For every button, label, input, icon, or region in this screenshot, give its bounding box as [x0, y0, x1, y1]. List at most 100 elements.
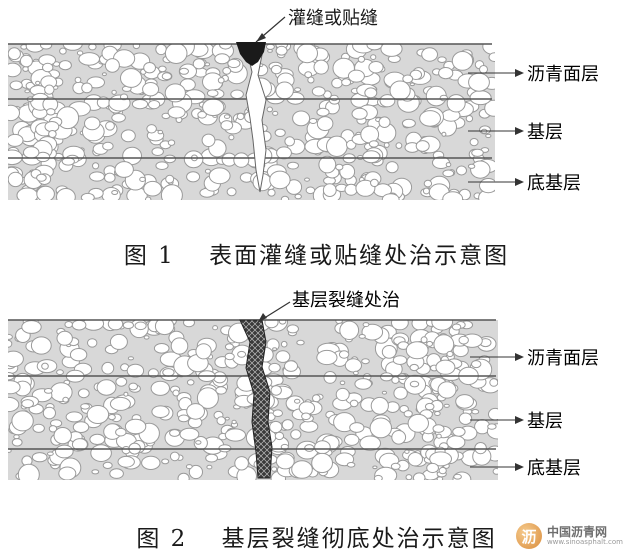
- aggregate-stone: [266, 106, 273, 113]
- aggregate-stone: [148, 100, 161, 110]
- aggregate-stone: [323, 371, 337, 384]
- aggregate-stone: [304, 71, 313, 79]
- aggregate-stone: [446, 94, 466, 113]
- aggregate-stone: [9, 80, 23, 91]
- aggregate-stone: [61, 157, 75, 166]
- aggregate-stone: [214, 53, 230, 65]
- aggregate-stone: [442, 191, 464, 200]
- aggregate-stone: [312, 394, 321, 403]
- aggregate-stone: [409, 380, 420, 388]
- aggregate-stone: [64, 321, 73, 328]
- figure-1-diagram: 灌缝或贴缝 沥青面层 基层 底基层: [8, 8, 599, 200]
- aggregate-stone: [92, 162, 100, 170]
- aggregate-stone: [381, 345, 397, 359]
- aggregate-stone: [436, 433, 442, 439]
- aggregate-stone: [134, 321, 147, 331]
- aggregate-stone: [409, 363, 419, 372]
- aggregate-stone: [44, 84, 55, 95]
- aggregate-stone: [186, 379, 195, 386]
- aggregate-stone: [278, 320, 287, 325]
- sinoasphalt-logo-icon: 沥: [515, 523, 542, 549]
- aggregate-stone: [426, 462, 440, 474]
- aggregate-stone: [298, 401, 316, 415]
- aggregate-stone: [8, 350, 24, 368]
- aggregate-stone: [177, 472, 190, 480]
- aggregate-stone: [48, 425, 58, 433]
- aggregate-stone: [150, 380, 171, 396]
- watermark: 沥 中国沥青网 www.sinoasphalt.com: [515, 523, 623, 549]
- aggregate-stone: [471, 409, 480, 415]
- aggregate-stone: [114, 161, 134, 178]
- aggregate-stone: [172, 389, 180, 397]
- aggregate-stone: [492, 468, 498, 475]
- aggregate-stone: [155, 44, 167, 56]
- aggregate-stone: [160, 184, 183, 200]
- aggregate-stone: [294, 398, 301, 404]
- aggregate-stone: [311, 86, 326, 97]
- aggregate-stone: [488, 52, 495, 62]
- aggregate-stone: [169, 451, 180, 462]
- aggregate-stone: [424, 402, 435, 411]
- aggregate-stone: [339, 320, 360, 340]
- aggregate-stone: [223, 114, 231, 119]
- aggregate-stone: [420, 336, 428, 344]
- aggregate-stone: [80, 192, 95, 200]
- aggregate-stone: [405, 474, 413, 480]
- aggregate-stone: [227, 58, 241, 69]
- aggregate-stone: [347, 69, 365, 83]
- aggregate-stone: [42, 62, 54, 73]
- aggregate-stone: [458, 412, 473, 425]
- aggregate-stone: [368, 140, 379, 148]
- aggregate-stone: [30, 336, 52, 355]
- aggregate-stone: [236, 112, 245, 121]
- aggregate-stone: [234, 456, 249, 471]
- aggregate-stone: [344, 433, 360, 446]
- aggregate-stone: [487, 423, 497, 430]
- layer-label-subbase: 底基层: [527, 173, 581, 194]
- aggregate-stone: [355, 179, 376, 197]
- aggregate-stone: [422, 187, 430, 195]
- aggregate-stone: [145, 196, 152, 200]
- aggregate-stone: [117, 455, 135, 468]
- aggregate-stone: [165, 174, 175, 184]
- aggregate-stone: [471, 360, 482, 369]
- aggregate-stone: [335, 163, 344, 171]
- aggregate-stone: [318, 155, 337, 174]
- aggregate-stone: [404, 449, 410, 454]
- aggregate-stone: [96, 379, 117, 396]
- aggregate-stone: [56, 330, 73, 346]
- aggregate-stone: [59, 47, 67, 55]
- aggregate-stone: [432, 424, 445, 433]
- aggregate-stone: [391, 430, 407, 445]
- aggregate-stone: [108, 414, 116, 421]
- aggregate-stone: [368, 60, 384, 74]
- aggregate-stone: [146, 124, 157, 134]
- aggregate-stone: [186, 403, 206, 420]
- aggregate-stone: [470, 160, 491, 179]
- aggregate-stone: [8, 47, 21, 61]
- aggregate-stone: [74, 76, 82, 84]
- aggregate-stone: [142, 82, 160, 97]
- aggregate-stone: [111, 89, 117, 95]
- aggregate-stone: [474, 442, 487, 455]
- aggregate-stone: [65, 411, 84, 423]
- aggregate-stone: [226, 187, 237, 197]
- aggregate-stone: [143, 335, 150, 340]
- aggregate-stone: [40, 44, 53, 50]
- aggregate-stone: [233, 152, 250, 168]
- aggregate-stone: [143, 180, 163, 197]
- aggregate-stone: [489, 378, 498, 387]
- aggregate-stone: [11, 438, 23, 447]
- aggregate-stone: [131, 99, 149, 110]
- aggregate-stone: [412, 472, 426, 480]
- aggregate-stone: [286, 324, 299, 334]
- aggregate-stone: [467, 163, 476, 169]
- aggregate-stone: [274, 431, 285, 441]
- aggregate-stone: [47, 451, 54, 456]
- aggregate-stone: [451, 51, 474, 71]
- aggregate-stone: [208, 167, 231, 185]
- aggregate-stone: [111, 190, 119, 195]
- aggregate-stone: [446, 435, 466, 450]
- aggregate-stone: [162, 368, 175, 377]
- aggregate-stone: [452, 426, 466, 437]
